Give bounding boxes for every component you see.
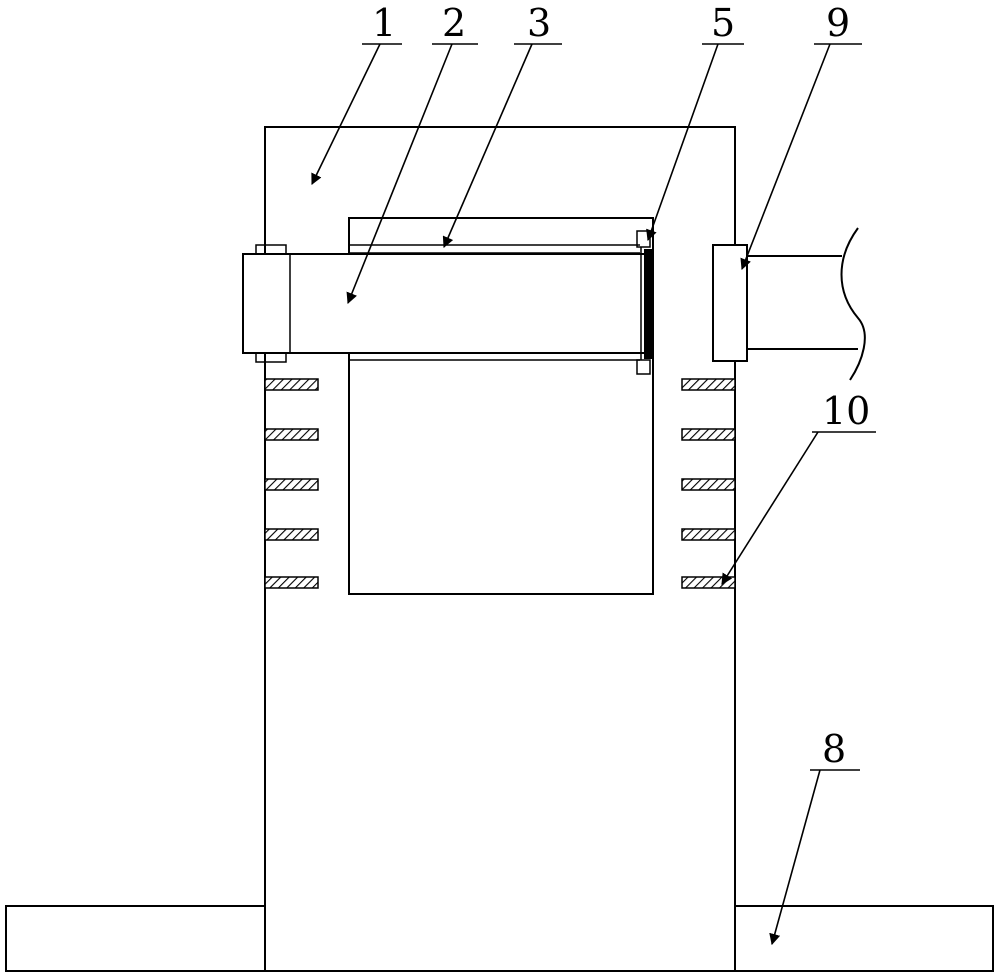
ref-label-10: 10 (822, 389, 870, 433)
right-fin-4 (682, 529, 735, 540)
end-plate (645, 250, 653, 358)
ref-label-9: 9 (826, 1, 850, 45)
right-fin-5 (682, 577, 735, 588)
left-fin-4 (265, 529, 318, 540)
ref-label-5: 5 (711, 1, 735, 45)
slide-rod (243, 254, 647, 353)
right-fin-2 (682, 429, 735, 440)
leader-10 (722, 432, 876, 584)
shaft-break-line (842, 228, 865, 380)
left-fin-1 (265, 379, 318, 390)
right-fin-1 (682, 379, 735, 390)
external-shaft-collar (713, 245, 747, 361)
ref-label-3: 3 (527, 1, 551, 45)
left-fin-2 (265, 429, 318, 440)
leader-9 (742, 44, 862, 269)
leader-8 (772, 770, 860, 944)
ref-label-1: 1 (372, 1, 396, 45)
ref-label-8: 8 (822, 727, 846, 771)
left-fin-5 (265, 577, 318, 588)
right-fin-3 (682, 479, 735, 490)
ref-label-2: 2 (442, 1, 466, 45)
left-fin-3 (265, 479, 318, 490)
